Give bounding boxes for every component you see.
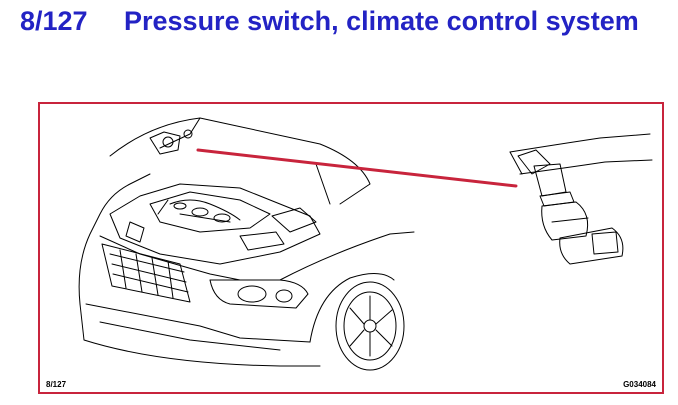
figure-title: Pressure switch, climate control system [124,6,639,36]
engine-bay [109,129,331,265]
grille [101,243,191,303]
headlight [209,279,309,309]
figure-ref-right: G034084 [623,380,656,389]
car-engine-illustration [78,117,653,371]
figure-ref-left: 8/127 [46,380,67,389]
illustration-frame: 8/127 G034084 [38,102,664,394]
front-wheel [335,281,405,371]
figure-number: 8/127 [20,6,88,36]
pressure-switch [509,133,653,265]
callout-line [196,148,518,188]
fender [279,231,415,281]
hood [109,117,371,205]
car-body [78,173,151,305]
